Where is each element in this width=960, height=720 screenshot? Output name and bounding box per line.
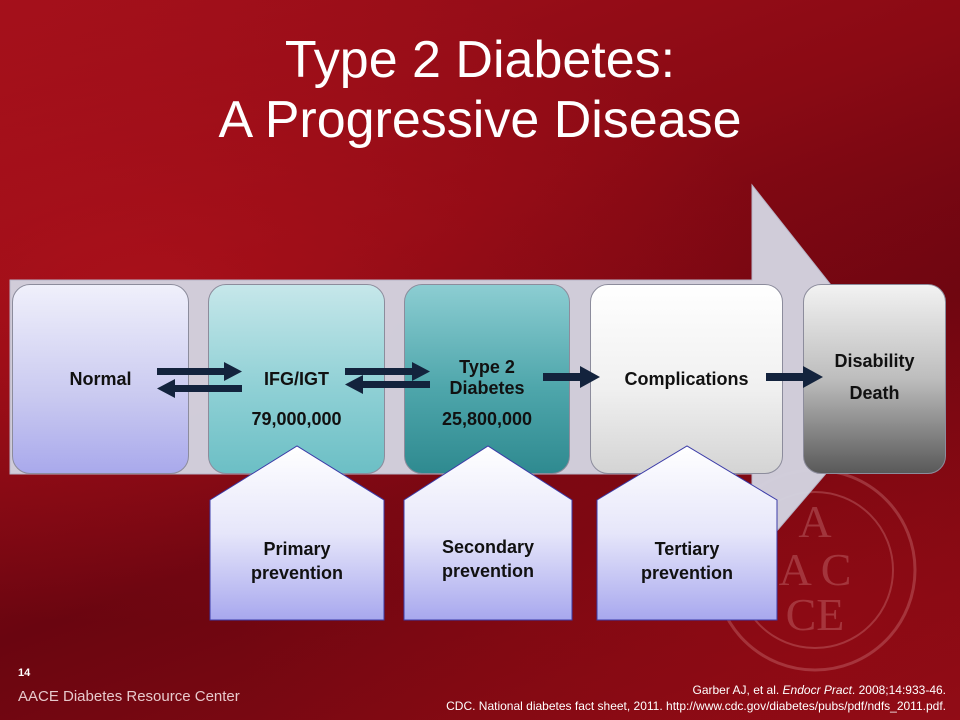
primary-prevention-shape bbox=[209, 445, 385, 621]
slide-title: Type 2 Diabetes: A Progressive Disease bbox=[0, 30, 960, 150]
tertiary-prevention-line2: prevention bbox=[640, 563, 733, 583]
stage-type2-label-line1: Type 2 bbox=[459, 357, 515, 377]
seal-letters-ac: A C bbox=[779, 544, 852, 595]
secondary-prevention-line2: prevention bbox=[441, 561, 534, 581]
reference-2: CDC. National diabetes fact sheet, 2011.… bbox=[446, 699, 946, 713]
stage-disability-death-box: Disability Death bbox=[803, 284, 946, 474]
reference-1-prefix: Garber AJ, et al. bbox=[692, 683, 783, 697]
arrow-ifg-to-normal bbox=[157, 379, 242, 398]
arrow-type2-to-ifg bbox=[345, 375, 430, 394]
reference-1-suffix: . 2008;14:933-46. bbox=[851, 683, 946, 697]
title-line-2: A Progressive Disease bbox=[218, 91, 742, 149]
primary-prevention-line1: Primary bbox=[263, 539, 331, 559]
secondary-prevention-label: Secondary prevention bbox=[404, 535, 572, 583]
seal-letter-a: A bbox=[798, 496, 831, 547]
stage-ifg-igt-label: IFG/IGT bbox=[264, 369, 329, 389]
arrow-ifg-to-type2 bbox=[345, 362, 430, 381]
seal-letters-ce: CE bbox=[786, 589, 845, 640]
footer-brand: AACE Diabetes Resource Center bbox=[18, 688, 240, 705]
type2-count: 25,800,000 bbox=[441, 409, 533, 429]
arrow-complications-to-death bbox=[766, 366, 823, 388]
slide-number: 14 bbox=[18, 667, 31, 679]
secondary-prevention-shape bbox=[403, 445, 573, 621]
stage-disability-label: Disability bbox=[834, 351, 915, 371]
reference-1: Garber AJ, et al. Endocr Pract. 2008;14:… bbox=[693, 683, 947, 697]
reference-1-journal: Endocr Pract bbox=[782, 683, 852, 697]
primary-prevention-line2: prevention bbox=[250, 563, 343, 583]
stage-type2-label-line2: Diabetes bbox=[449, 378, 525, 398]
arrow-normal-to-ifg bbox=[157, 362, 242, 381]
stage-normal-box: Normal bbox=[12, 284, 189, 474]
tertiary-prevention-label: Tertiary prevention bbox=[597, 537, 777, 585]
stage-death-label: Death bbox=[849, 383, 900, 403]
aace-seal-watermark: A A C CE bbox=[713, 468, 917, 672]
stage-complications-label: Complications bbox=[624, 369, 749, 389]
primary-prevention-label: Primary prevention bbox=[210, 537, 384, 585]
secondary-prevention-line1: Secondary bbox=[441, 537, 535, 557]
tertiary-prevention-line1: Tertiary bbox=[654, 539, 720, 559]
stage-type2-box: Type 2 Diabetes 25,800,000 bbox=[404, 284, 570, 474]
tertiary-prevention-shape bbox=[596, 445, 778, 621]
ifg-igt-count: 79,000,000 bbox=[251, 409, 342, 429]
arrow-type2-to-complications bbox=[543, 366, 600, 388]
title-line-1: Type 2 Diabetes: bbox=[284, 31, 676, 89]
stage-normal-label: Normal bbox=[69, 369, 132, 389]
